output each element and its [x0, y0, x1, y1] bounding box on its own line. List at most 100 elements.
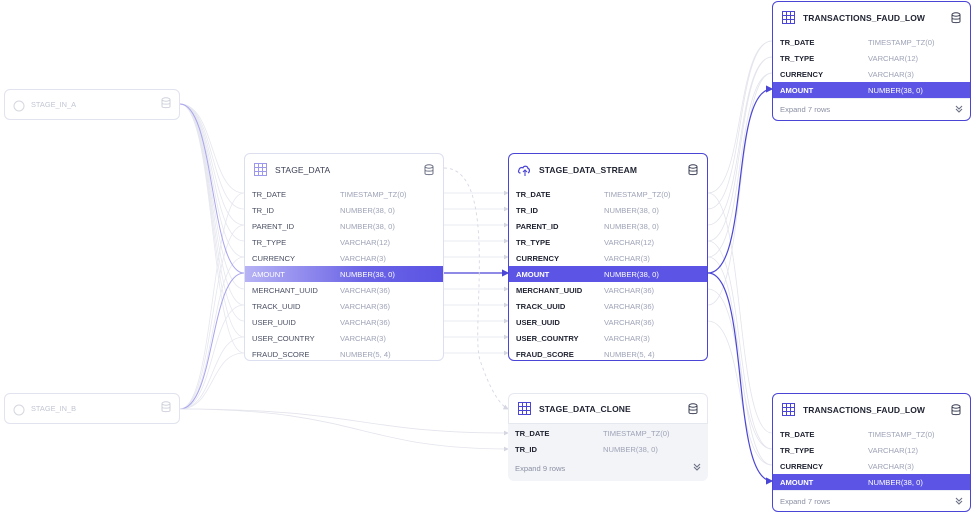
node-title: STAGE_DATA [275, 164, 331, 175]
column-type: NUMBER(38, 0) [340, 269, 395, 279]
column-name: PARENT_ID [516, 221, 559, 231]
node-title: STAGE_DATA_CLONE [539, 403, 631, 414]
database-icon[interactable] [687, 402, 699, 416]
column-row-tr-date[interactable]: TR_DATE TIMESTAMP_TZ(0) [245, 186, 443, 202]
expand-rows-button[interactable]: Expand 9 rows [508, 457, 708, 479]
column-type: VARCHAR(12) [868, 53, 919, 63]
table-grid-icon [517, 402, 531, 416]
column-name: CURRENCY [780, 461, 824, 471]
node-title: STAGE_DATA_STREAM [539, 164, 638, 175]
stage-in-a-node[interactable]: STAGE_IN_A [4, 89, 180, 120]
stage-in-b-node[interactable]: STAGE_IN_B [4, 393, 180, 424]
database-icon[interactable] [687, 163, 699, 177]
node-header: STAGE_DATA [245, 154, 443, 185]
column-type: TIMESTAMP_TZ(0) [868, 429, 935, 439]
column-type: NUMBER(38, 0) [604, 269, 659, 279]
column-name: AMOUNT [780, 477, 814, 487]
column-type: TIMESTAMP_TZ(0) [340, 189, 407, 199]
column-name: TR_TYPE [516, 237, 551, 247]
column-type: VARCHAR(3) [868, 69, 914, 79]
column-type: VARCHAR(3) [604, 253, 650, 263]
column-type: VARCHAR(36) [340, 301, 391, 311]
column-row-tr-date[interactable]: TR_DATE TIMESTAMP_TZ(0) [773, 426, 970, 442]
transactions-faud-low-bottom-node[interactable]: TRANSACTIONS_FAUD_LOW TR_DATE TIMESTAMP_T… [772, 393, 971, 512]
chevron-double-down-icon [955, 497, 963, 507]
column-name: TR_ID [252, 205, 274, 215]
database-icon[interactable] [161, 400, 171, 418]
column-type: TIMESTAMP_TZ(0) [868, 37, 935, 47]
column-name: TR_ID [516, 205, 538, 215]
expand-label: Expand 9 rows [515, 463, 566, 473]
node-title: STAGE_IN_A [31, 100, 77, 109]
column-name: TRACK_UUID [252, 301, 301, 311]
column-type: NUMBER(5, 4) [340, 349, 391, 359]
column-row-track-uuid[interactable]: TRACK_UUID VARCHAR(36) [509, 298, 707, 314]
column-name: FRAUD_SCORE [516, 349, 574, 359]
column-type: TIMESTAMP_TZ(0) [604, 189, 671, 199]
column-name: USER_UUID [516, 317, 560, 327]
column-row-track-uuid[interactable]: TRACK_UUID VARCHAR(36) [245, 298, 443, 314]
column-type: NUMBER(38, 0) [604, 221, 659, 231]
node-title: TRANSACTIONS_FAUD_LOW [803, 12, 926, 23]
node-header: STAGE_DATA_STREAM [509, 154, 707, 185]
node-header: TRANSACTIONS_FAUD_LOW [773, 2, 970, 33]
database-icon[interactable] [423, 163, 435, 177]
database-icon[interactable] [161, 96, 171, 114]
column-name: TR_DATE [252, 189, 287, 199]
column-type: NUMBER(38, 0) [340, 221, 395, 231]
column-type: NUMBER(38, 0) [868, 85, 923, 95]
column-row-amount[interactable]: AMOUNT NUMBER(38, 0) [773, 474, 970, 490]
column-row-parent-id[interactable]: PARENT_ID NUMBER(38, 0) [509, 218, 707, 234]
column-row-tr-date[interactable]: TR_DATE TIMESTAMP_TZ(0) [773, 34, 970, 50]
column-row-user-uuid[interactable]: USER_UUID VARCHAR(36) [509, 314, 707, 330]
expand-rows-button[interactable]: Expand 7 rows [773, 98, 970, 120]
column-type: NUMBER(38, 0) [868, 477, 923, 487]
column-type: VARCHAR(36) [604, 301, 655, 311]
column-type: VARCHAR(36) [604, 317, 655, 327]
column-type: VARCHAR(3) [604, 333, 650, 343]
database-icon[interactable] [950, 11, 962, 25]
column-name: TR_DATE [780, 37, 815, 47]
column-type: VARCHAR(12) [340, 237, 391, 247]
column-name: USER_COUNTRY [516, 333, 579, 343]
column-name: AMOUNT [516, 269, 550, 279]
column-type: NUMBER(38, 0) [603, 444, 658, 454]
node-title: TRANSACTIONS_FAUD_LOW [803, 404, 926, 415]
column-row-amount[interactable]: AMOUNT NUMBER(38, 0) [509, 266, 707, 282]
chevron-double-down-icon [955, 105, 963, 115]
database-icon[interactable] [950, 403, 962, 417]
column-name: TR_DATE [780, 429, 815, 439]
column-name: TRACK_UUID [516, 301, 566, 311]
transactions-faud-low-top-node[interactable]: TRANSACTIONS_FAUD_LOW TR_DATE TIMESTAMP_T… [772, 1, 971, 121]
expand-rows-button[interactable]: Expand 7 rows [773, 490, 970, 511]
column-row-user-country[interactable]: USER_COUNTRY VARCHAR(3) [509, 330, 707, 346]
